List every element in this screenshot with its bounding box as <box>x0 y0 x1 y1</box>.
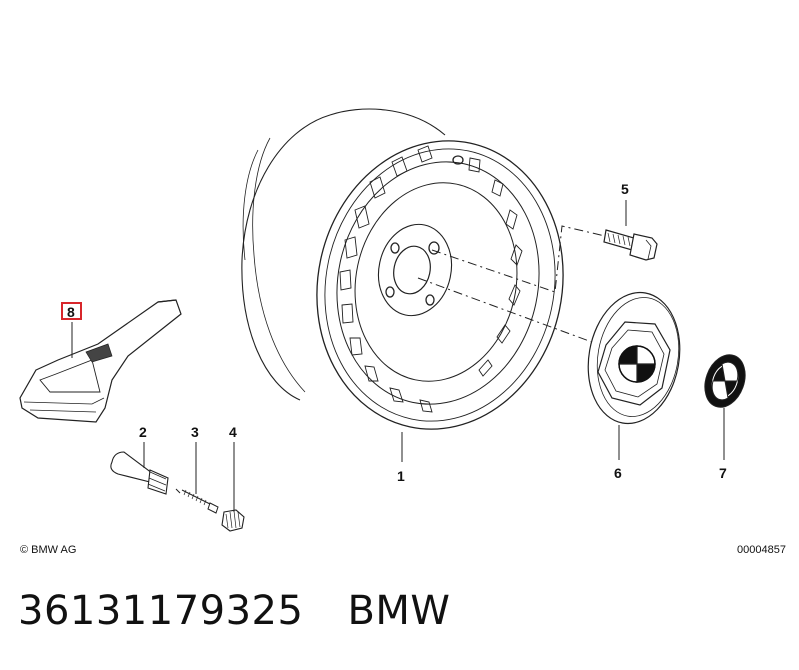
callout-4[interactable]: 4 <box>229 424 237 440</box>
selected-callout-box <box>61 302 82 320</box>
wheel-wrench-drawing <box>19 299 182 423</box>
wheel-rim-drawing <box>241 108 564 430</box>
callout-2[interactable]: 2 <box>139 424 147 440</box>
part-number: 36131179325 <box>18 588 304 634</box>
callout-1[interactable]: 1 <box>397 468 405 484</box>
callout-7[interactable]: 7 <box>719 465 727 481</box>
valve-cap-drawing <box>221 509 245 532</box>
callout-3[interactable]: 3 <box>191 424 199 440</box>
valve-core-drawing <box>175 488 219 514</box>
callout-6[interactable]: 6 <box>614 465 622 481</box>
part-info-line: 36131179325 BMW <box>18 588 450 634</box>
copyright-text: © BMW AG <box>20 544 76 556</box>
valve-stem-drawing <box>110 451 169 495</box>
wheel-bolt-drawing <box>603 229 658 261</box>
assembly-guide-lines <box>417 225 606 346</box>
brand-name: BMW <box>347 588 451 634</box>
bmw-emblem-drawing <box>704 354 746 408</box>
callout-8[interactable]: 8 <box>67 304 75 320</box>
drawing-number: 00004857 <box>737 544 786 556</box>
parts-diagram: 1 2 3 4 5 6 7 8 © BMW AG 00004857 <box>19 108 786 556</box>
hub-cap-drawing <box>587 291 681 425</box>
callout-leaders <box>71 200 725 512</box>
callout-5[interactable]: 5 <box>621 181 629 197</box>
